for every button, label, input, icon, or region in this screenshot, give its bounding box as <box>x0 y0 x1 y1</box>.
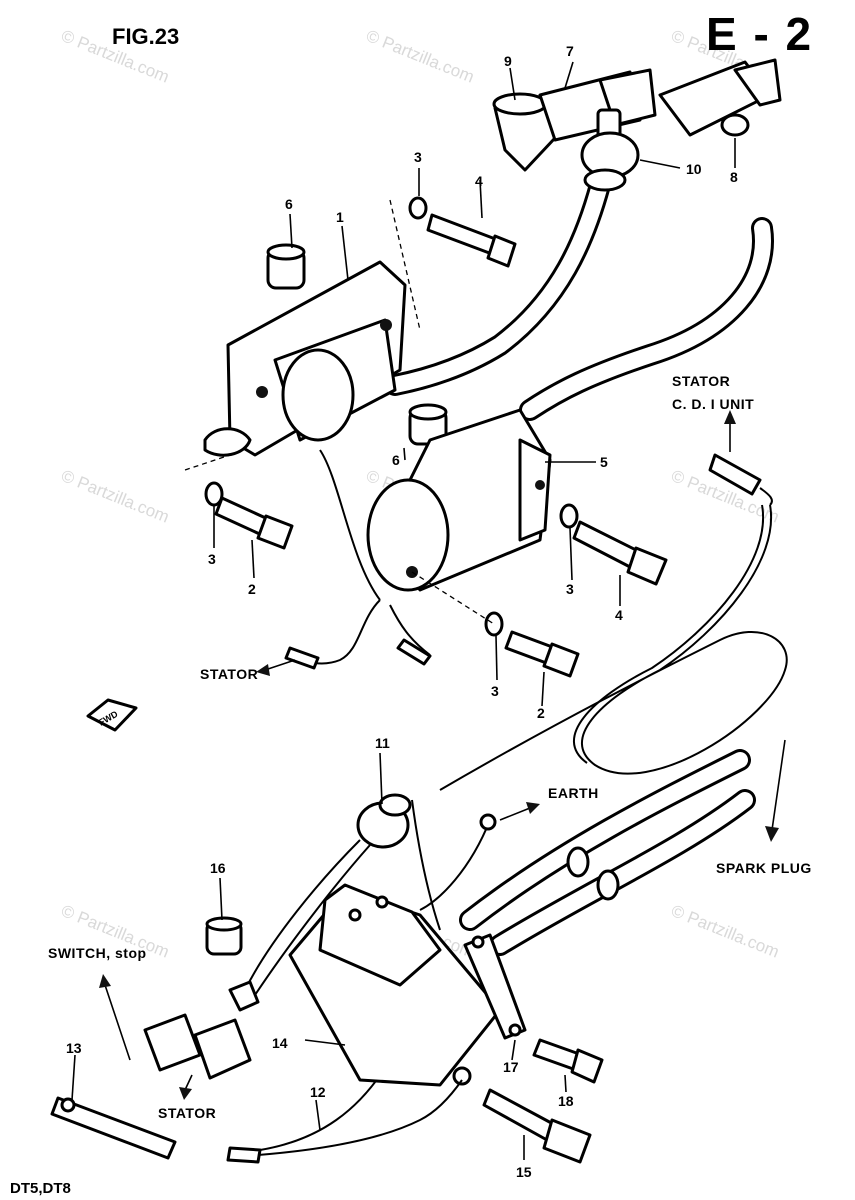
note-earth: EARTH <box>548 785 599 801</box>
callout-2: 2 <box>537 705 545 721</box>
earth-terminal <box>479 813 497 831</box>
callout-14: 14 <box>272 1035 288 1051</box>
part-17-stay <box>463 933 527 1040</box>
note-switch-stop: SWITCH, stop <box>48 945 147 961</box>
note-stator-bottom: STATOR <box>158 1105 216 1121</box>
callout-18: 18 <box>558 1093 574 1109</box>
watermark: © Partzilla.com <box>364 26 477 87</box>
callout-16: 16 <box>210 860 226 876</box>
callout-3: 3 <box>566 581 574 597</box>
note-spark-plug: SPARK PLUG <box>716 860 812 876</box>
callout-15: 15 <box>516 1164 532 1180</box>
callout-13: 13 <box>66 1040 82 1056</box>
part-10-grommet <box>580 131 640 192</box>
lower-connectors <box>143 980 260 1080</box>
notes: STATOR C. D. I UNIT STATOR EARTH SPARK P… <box>48 373 812 1121</box>
callout-7: 7 <box>566 43 574 59</box>
stator-connector <box>284 638 432 670</box>
callout-6: 6 <box>392 452 400 468</box>
part-5-ignition-coil <box>366 408 552 592</box>
callout-5: 5 <box>600 454 608 470</box>
callout-3: 3 <box>491 683 499 699</box>
callout-2: 2 <box>248 581 256 597</box>
model-label: DT5,DT8 <box>10 1180 71 1197</box>
part-9-boot <box>492 92 557 172</box>
cord-rings <box>566 846 620 901</box>
callout-17: 17 <box>503 1059 519 1075</box>
watermark: © Partzilla.com <box>669 901 782 962</box>
section-code: E - 2 <box>706 8 813 60</box>
part-1-ignition-coil <box>203 260 407 457</box>
bolts <box>214 213 668 1164</box>
callout-1: 1 <box>336 209 344 225</box>
part-8-plug-cap <box>658 58 782 137</box>
callout-4: 4 <box>475 173 483 189</box>
callout-11: 11 <box>375 735 390 751</box>
callout-numbers: 1 2 2 3 3 3 3 4 4 5 6 6 7 8 9 10 11 12 1… <box>66 43 738 1180</box>
part-16-collar <box>205 916 243 956</box>
cdi-connector <box>708 453 773 506</box>
part-14-cdi-unit <box>288 883 502 1087</box>
washers <box>204 196 579 637</box>
part-13-lead <box>50 1096 177 1160</box>
callout-leaders <box>71 61 736 1160</box>
callout-6: 6 <box>285 196 293 212</box>
callout-3: 3 <box>414 149 422 165</box>
part-6-collar-upper <box>266 243 306 290</box>
callout-12: 12 <box>310 1084 326 1100</box>
part-11-grommet <box>356 793 412 849</box>
figure-title: FIG.23 <box>112 24 179 49</box>
callout-3: 3 <box>208 551 216 567</box>
note-arrows <box>99 410 786 1100</box>
part-12-lead <box>226 1066 472 1164</box>
note-stator-cdi-line1: STATOR <box>672 373 730 389</box>
callout-8: 8 <box>730 169 738 185</box>
callout-4: 4 <box>615 607 623 623</box>
note-stator-mid: STATOR <box>200 666 258 682</box>
callout-9: 9 <box>504 53 512 69</box>
note-stator-cdi-line2: C. D. I UNIT <box>672 396 754 412</box>
part-7-plug-cap <box>538 68 657 142</box>
fwd-mark: FWD <box>86 698 138 732</box>
callout-10: 10 <box>686 161 702 177</box>
part-6-collar-lower <box>408 403 448 446</box>
watermark: © Partzilla.com <box>59 466 172 527</box>
